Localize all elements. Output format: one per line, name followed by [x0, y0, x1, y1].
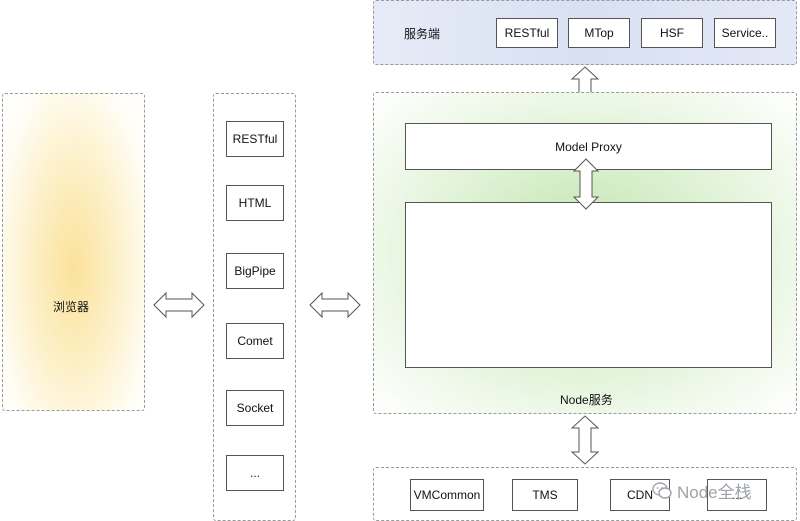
- server-panel: 服务端 RESTful MTop HSF Service..: [373, 0, 797, 65]
- wechat-icon: [652, 481, 672, 501]
- protocols-panel: RESTful HTML BigPipe Comet Socket ...: [213, 93, 296, 521]
- server-box-hsf: HSF: [641, 18, 703, 48]
- protocol-box-comet: Comet: [226, 323, 284, 359]
- infra-box-vmcommon: VMCommon: [410, 479, 484, 511]
- watermark: Node全栈: [652, 478, 752, 503]
- server-label: 服务端: [404, 27, 441, 41]
- protocol-node-arrow: [309, 291, 361, 319]
- protocol-box-restful: RESTful: [226, 121, 284, 157]
- node-service-panel: Model Proxy Node服务: [373, 92, 797, 414]
- model-proxy-arrow: [572, 158, 600, 210]
- protocol-box-bigpipe: BigPipe: [226, 253, 284, 289]
- node-content-box: [405, 202, 772, 368]
- node-service-label: Node服务: [560, 393, 613, 407]
- protocol-box-more: ...: [226, 455, 284, 491]
- browser-panel: 浏览器: [2, 93, 145, 411]
- node-infra-arrow: [570, 415, 600, 465]
- infra-panel: VMCommon TMS CDN ...: [373, 467, 797, 521]
- server-box-mtop: MTop: [568, 18, 630, 48]
- browser-label: 浏览器: [53, 300, 90, 314]
- infra-box-more: ...: [707, 479, 767, 511]
- infra-box-tms: TMS: [512, 479, 578, 511]
- watermark-text: Node全栈: [677, 483, 752, 502]
- protocol-box-socket: Socket: [226, 390, 284, 426]
- server-box-restful: RESTful: [496, 18, 558, 48]
- browser-protocol-arrow: [153, 291, 205, 319]
- server-box-service: Service..: [714, 18, 776, 48]
- protocol-box-html: HTML: [226, 185, 284, 221]
